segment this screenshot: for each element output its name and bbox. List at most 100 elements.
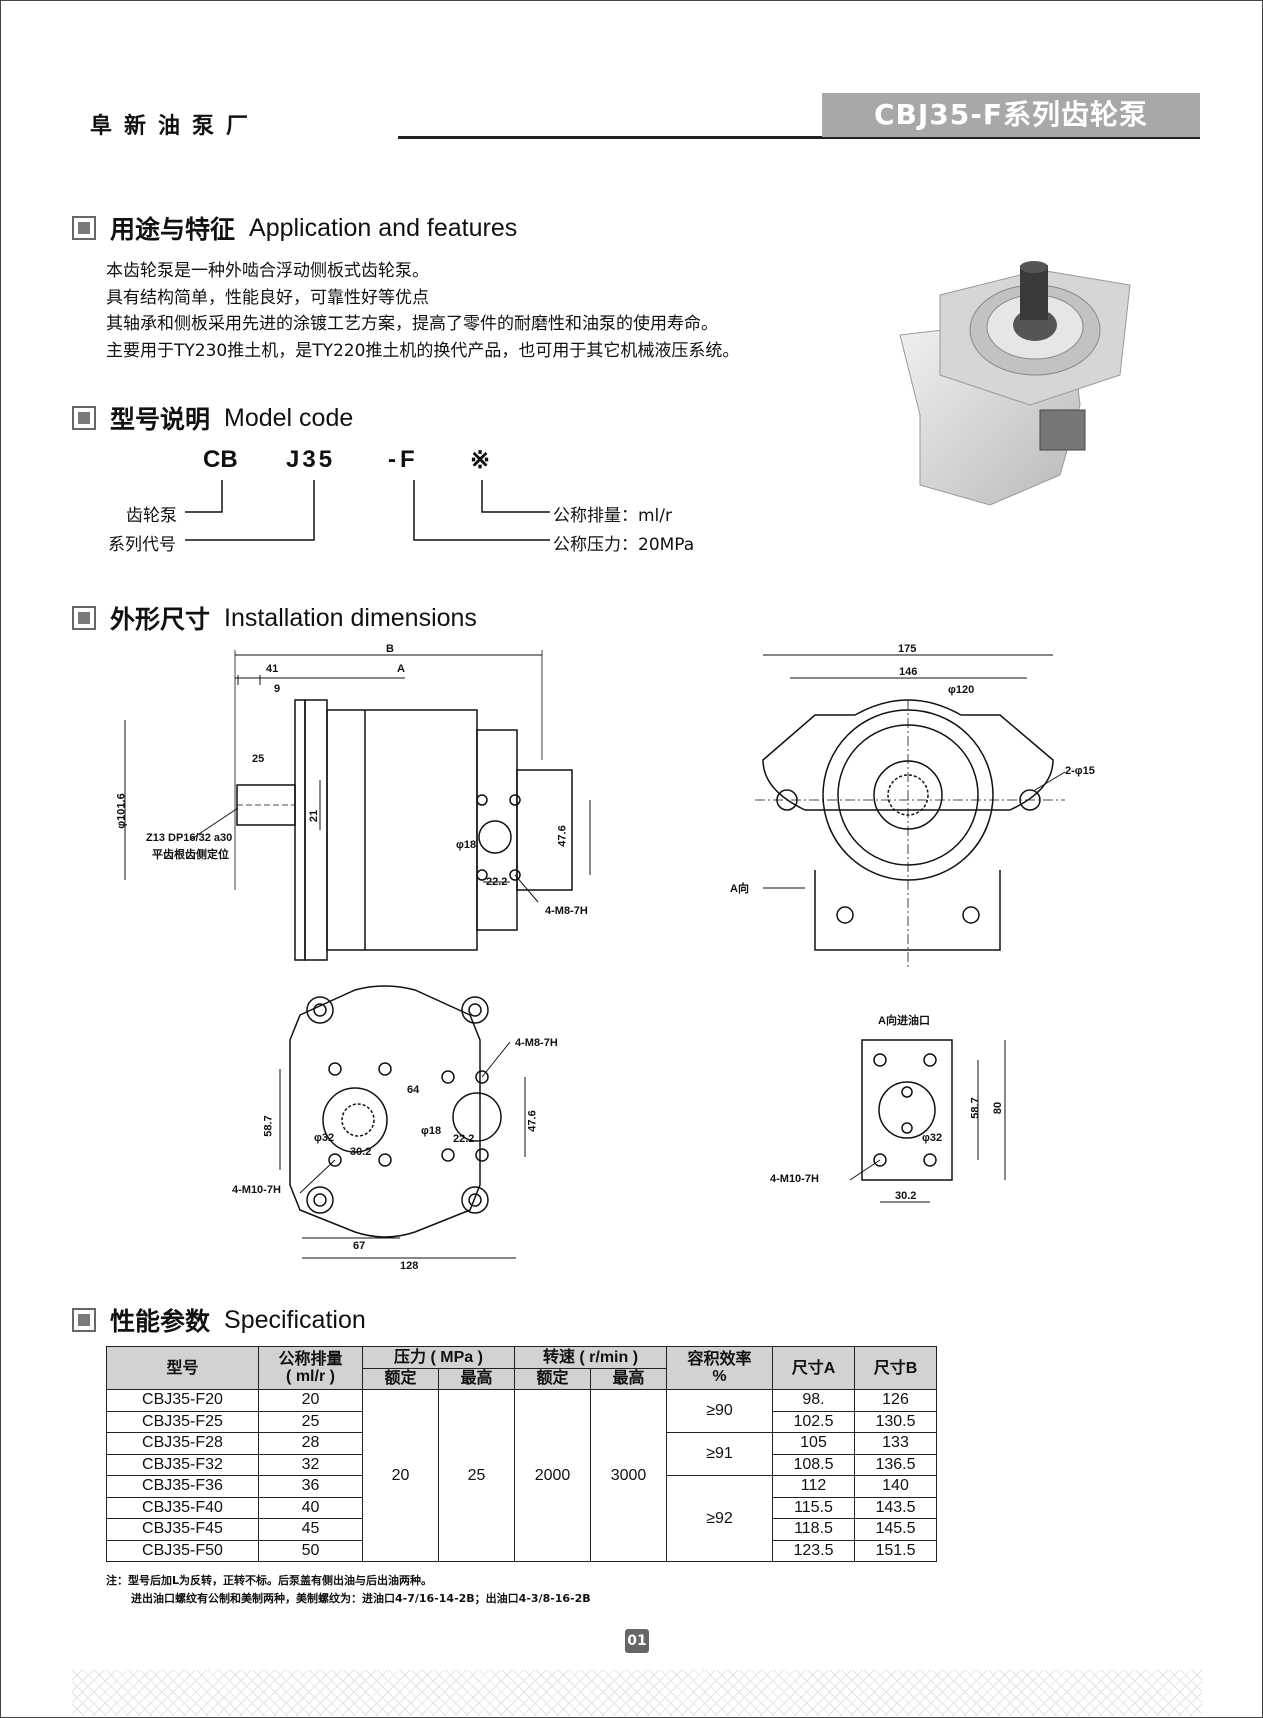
port-view-drawing <box>849 1039 1006 1203</box>
view-A: A向 <box>730 883 749 895</box>
table-row: CBJ35-F25 25 102.5 130.5 <box>106 1410 937 1433</box>
page-number: 01 <box>625 1629 649 1653</box>
cell-size-b: 151.5 <box>854 1539 937 1562</box>
cell-size-b: 145.5 <box>854 1518 937 1541</box>
col-displacement-title: 公称排量 <box>278 1351 343 1368</box>
col-efficiency-title: 容积效率 <box>687 1351 752 1368</box>
port-dim-dia32: φ32 <box>922 1132 943 1144</box>
section-model: 型号说明 Model code <box>72 400 353 436</box>
dim-22: 22.2 <box>486 876 508 888</box>
text-line: 具有结构简单，性能良好，可靠性好等优点 <box>106 287 429 308</box>
section-application: 用途与特征 Application and features <box>72 210 517 246</box>
col-pressure-rated: 额定 <box>362 1367 439 1390</box>
col-size-b: 尺寸B <box>854 1346 937 1390</box>
col-pressure: 压力 ( MPa ) <box>362 1346 515 1369</box>
cell-size-a: 102.5 <box>772 1410 855 1433</box>
col-model: 型号 <box>106 1346 259 1390</box>
model-code-leaders <box>185 480 550 541</box>
table-note: 注：型号后加L为反转，正转不标。后泵盖有侧出油与后出油两种。 进出油口螺纹有公制… <box>106 1572 591 1608</box>
dim-41: 41 <box>266 663 279 675</box>
cell-displacement: 20 <box>258 1389 363 1412</box>
section-title-en: Installation dimensions <box>224 603 477 632</box>
label-series: 系列代号 <box>108 535 176 555</box>
dim-thread10: 4-M10-7H <box>232 1184 281 1196</box>
dim-30: 30.2 <box>350 1146 372 1158</box>
dim-thread8: 4-M8-7H <box>515 1037 558 1049</box>
application-text: 本齿轮泵是一种外啮合浮动侧板式齿轮泵。 具有结构简单，性能良好，可靠性好等优点 … <box>106 258 739 364</box>
section-title-en: Model code <box>224 403 354 432</box>
cell-size-b: 133 <box>854 1432 937 1455</box>
section-spec: 性能参数 Specification <box>72 1302 366 1338</box>
code-cb: CB <box>203 446 238 473</box>
col-efficiency-unit: % <box>712 1368 727 1385</box>
cell-speed-max: 3000 <box>590 1389 667 1562</box>
note-line: 注：型号后加L为反转，正转不标。后泵盖有侧出油与后出油两种。 <box>106 1574 433 1587</box>
section-bullet-icon <box>72 1308 96 1332</box>
product-photo <box>899 261 1131 506</box>
table-row: CBJ35-F40 40 115.5 143.5 <box>106 1496 937 1519</box>
cell-displacement: 36 <box>258 1475 363 1498</box>
series-title: CBJ35-F系列齿轮泵 <box>822 93 1200 137</box>
cell-displacement: 50 <box>258 1539 363 1562</box>
table-row: CBJ35-F32 32 108.5 136.5 <box>106 1453 937 1476</box>
dim-9: 9 <box>274 683 281 695</box>
dim-64: 64 <box>407 1084 420 1096</box>
cell-size-b: 136.5 <box>854 1453 937 1476</box>
cell-size-a: 105 <box>772 1432 855 1455</box>
port-dim-30: 30.2 <box>895 1190 917 1202</box>
company-name: 阜新油泵厂 <box>90 114 261 139</box>
dim-22: 22.2 <box>453 1133 475 1145</box>
col-size-a: 尺寸A <box>772 1346 855 1390</box>
cell-size-a: 112 <box>772 1475 855 1498</box>
cell-size-b: 130.5 <box>854 1410 937 1433</box>
code-f: -F <box>388 446 419 473</box>
section-bullet-icon <box>72 606 96 630</box>
code-displacement: ※ <box>470 447 491 474</box>
text-line: 本齿轮泵是一种外啮合浮动侧板式齿轮泵。 <box>106 261 429 281</box>
cell-displacement: 32 <box>258 1453 363 1476</box>
col-displacement-unit: ( ml/r ) <box>286 1368 335 1385</box>
dim-58: 58.7 <box>262 1115 275 1137</box>
cell-speed-rated: 2000 <box>514 1389 591 1562</box>
cell-efficiency: ≥91 <box>666 1432 773 1476</box>
dim-B: B <box>386 643 394 655</box>
cell-size-b: 140 <box>854 1475 937 1498</box>
cell-model: CBJ35-F28 <box>106 1432 259 1455</box>
cell-efficiency: ≥92 <box>666 1475 773 1562</box>
table-row: CBJ35-F28 28 ≥91 105 133 <box>106 1432 937 1476</box>
table-row: CBJ35-F36 36 ≥92 112 140 <box>106 1475 937 1562</box>
cell-model: CBJ35-F45 <box>106 1518 259 1541</box>
label-pressure: 公称压力：20MPa <box>553 535 695 555</box>
cell-model: CBJ35-F36 <box>106 1475 259 1498</box>
side-view-drawing <box>124 650 591 961</box>
port-dim-58: 58.7 <box>969 1097 982 1119</box>
cell-model: CBJ35-F40 <box>106 1496 259 1519</box>
dim-128: 128 <box>400 1260 419 1272</box>
dim-thread: 4-M8-7H <box>545 905 588 917</box>
label-pump: 齿轮泵 <box>126 506 177 526</box>
cell-size-a: 123.5 <box>772 1539 855 1562</box>
col-speed-max: 最高 <box>590 1367 667 1390</box>
section-title-zh: 外形尺寸 <box>110 605 211 634</box>
table-row: CBJ35-F20 20 20 25 2000 3000 ≥90 98. 126 <box>106 1389 937 1562</box>
dim-175: 175 <box>898 643 917 655</box>
dim-dia18: φ18 <box>456 839 477 851</box>
dim-25: 25 <box>252 753 265 765</box>
section-title-en: Specification <box>224 1305 366 1334</box>
section-dimensions: 外形尺寸 Installation dimensions <box>72 600 477 636</box>
col-speed: 转速 ( r/min ) <box>514 1346 667 1369</box>
section-title-zh: 用途与特征 <box>110 215 236 244</box>
cell-model: CBJ35-F25 <box>106 1410 259 1433</box>
dim-146: 146 <box>899 666 918 678</box>
port-dim-80: 80 <box>992 1101 1005 1115</box>
cell-size-a: 118.5 <box>772 1518 855 1541</box>
section-bullet-icon <box>72 406 96 430</box>
cell-efficiency: ≥90 <box>666 1389 773 1433</box>
dim-47: 47.6 <box>526 1110 539 1132</box>
cell-size-a: 98. <box>772 1389 855 1412</box>
dim-dia18: φ18 <box>421 1125 442 1137</box>
cell-displacement: 28 <box>258 1432 363 1455</box>
cell-size-b: 143.5 <box>854 1496 937 1519</box>
cell-displacement: 25 <box>258 1410 363 1433</box>
dim-dia101: φ101.6 <box>115 793 128 829</box>
